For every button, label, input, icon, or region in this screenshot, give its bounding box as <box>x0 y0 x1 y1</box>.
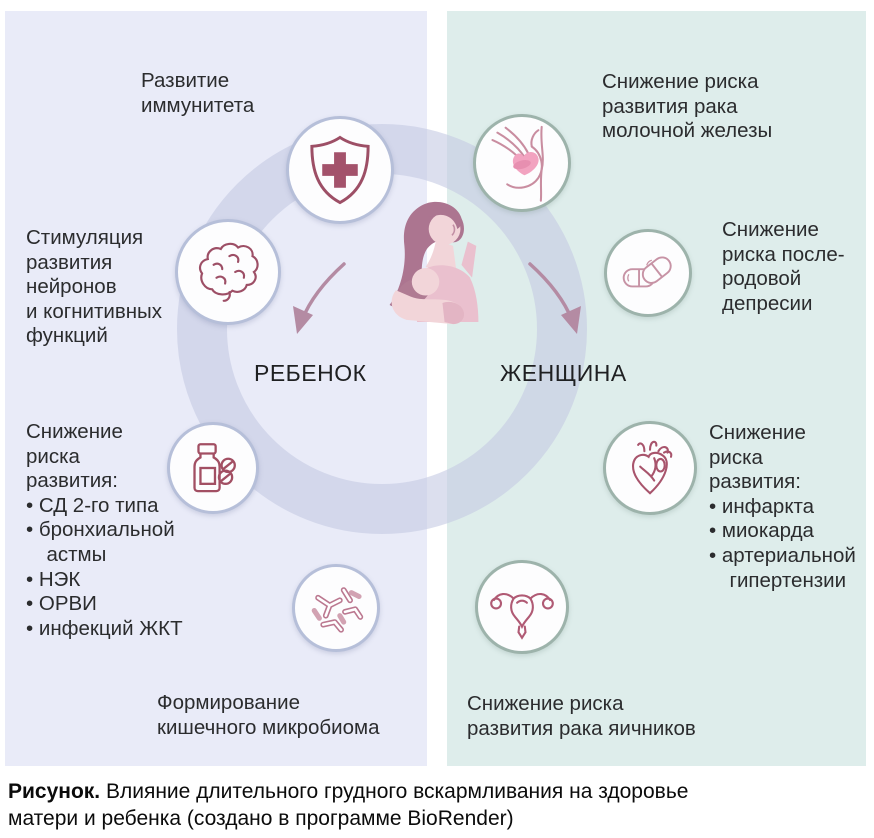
label-ovarian-cancer: Снижение риска развития рака яичников <box>467 692 696 740</box>
child-side-label: РЕБЕНОК <box>254 360 367 386</box>
label-microbiome: Формирование кишечного микробиома <box>157 691 380 739</box>
microbiome-circle <box>292 564 380 652</box>
figure-caption: Рисунок. Влияние длительного грудного вс… <box>8 778 748 833</box>
pills-circle <box>604 229 692 317</box>
neurons-circle <box>175 219 281 325</box>
breast-circle <box>473 114 571 212</box>
bottle-circle <box>167 422 259 514</box>
label-immunity: Развитие иммунитета <box>141 69 255 117</box>
curved-arrow-right-icon <box>528 262 581 334</box>
label-woman-risks: Снижение риска развития: • инфаркта • ми… <box>709 421 856 592</box>
uterus-icon <box>490 593 554 640</box>
immunity-circle <box>286 116 394 224</box>
pills-capsules-icon <box>622 256 672 288</box>
label-child-risks: Снижение риска развития: • СД 2-го типа … <box>26 420 183 640</box>
label-depression: Снижение риска после- родовой депресии <box>722 218 845 315</box>
figure-caption-title: Рисунок. <box>8 780 101 803</box>
anatomical-heart-icon <box>632 440 673 495</box>
mother-breastfeeding-illustration <box>389 201 479 325</box>
heart-circle <box>603 421 697 515</box>
brain-icon <box>199 242 259 302</box>
curved-arrow-left-icon <box>293 262 346 334</box>
gut-bacteria-icon <box>311 587 364 633</box>
shield-cross-icon <box>310 135 370 205</box>
breast-exam-icon <box>491 125 544 202</box>
uterus-circle <box>475 560 569 654</box>
label-neurons: Стимуляция развития нейронов и когнитивн… <box>26 226 163 348</box>
label-breast-cancer: Снижение риска развития рака молочной же… <box>602 70 773 143</box>
medicine-bottle-icon <box>193 443 236 493</box>
woman-side-label: ЖЕНЩИНА <box>500 360 627 386</box>
figure-caption-text: Влияние длительного грудного вскармливан… <box>8 780 689 831</box>
